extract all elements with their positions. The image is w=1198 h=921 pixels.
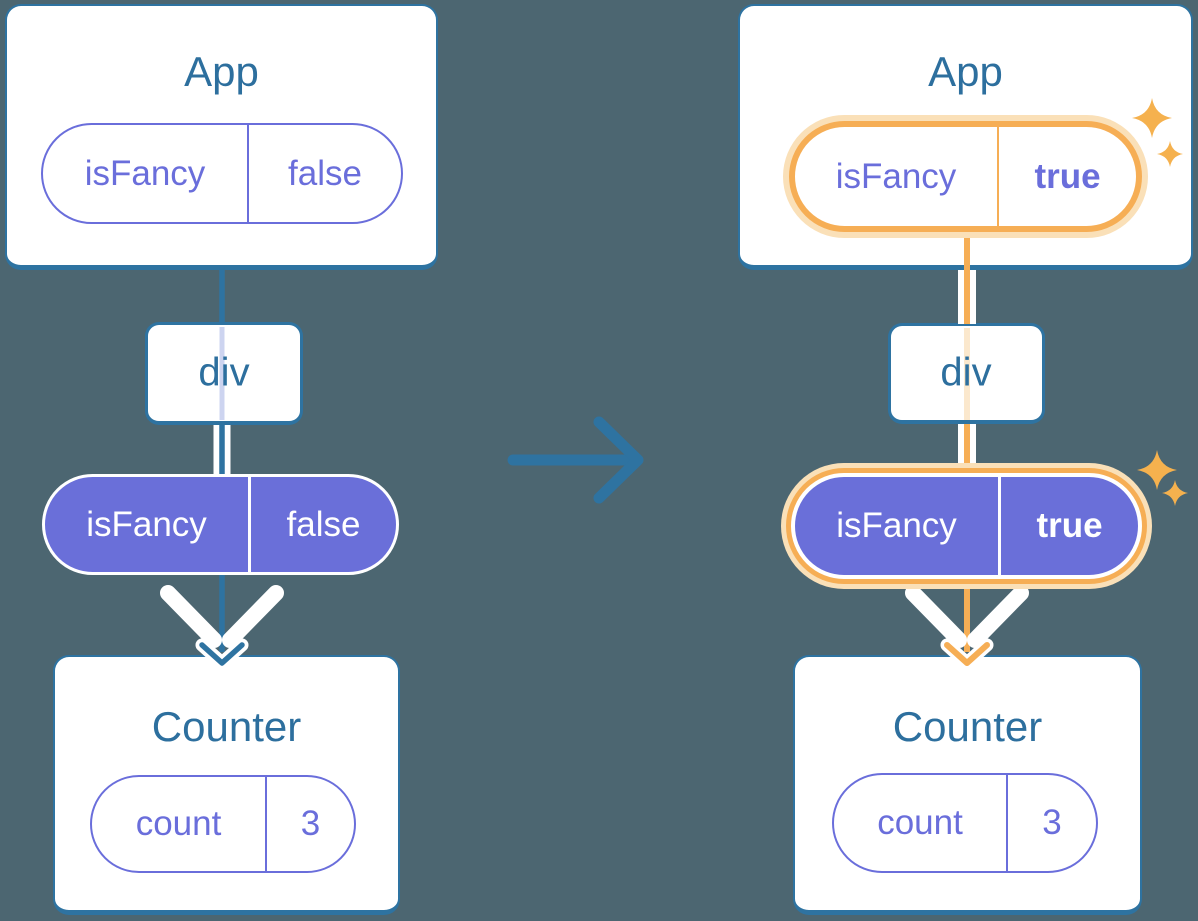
white-chevron-arm (905, 585, 967, 648)
prop-name: isFancy (45, 477, 251, 572)
passed-prop-pill-right-highlighted: isFancy true (791, 473, 1142, 579)
app-prop-pill-left: isFancy false (41, 123, 403, 224)
prop-value: true (1034, 156, 1101, 196)
white-chevron-arm (967, 585, 1029, 648)
div-label: div (940, 350, 992, 395)
counter-state-pill-right: count 3 (832, 773, 1098, 873)
component-title: Counter (151, 703, 302, 750)
right-tree-edges (905, 234, 1029, 670)
component-title: App (184, 48, 259, 95)
prop-name: isFancy (795, 127, 999, 226)
white-chevron-arm (160, 585, 222, 648)
state-value: 3 (1042, 803, 1062, 842)
prop-name: isFancy (43, 125, 249, 222)
sparkle-icon (1137, 450, 1177, 490)
white-chevron-arm (222, 585, 284, 648)
state-value: 3 (300, 804, 321, 843)
sparkle-icon (1162, 480, 1188, 506)
component-title: App (928, 48, 1003, 95)
arrow-head (593, 416, 644, 504)
prop-value: false (288, 153, 362, 193)
counter-state-pill-left: count 3 (90, 775, 356, 873)
state-name: count (834, 775, 1008, 871)
sparkles-bottom (1137, 450, 1188, 506)
div-label: div (198, 350, 250, 395)
prop-value: true (1036, 506, 1103, 545)
component-title: Counter (892, 703, 1043, 750)
state-name: count (92, 777, 267, 871)
prop-name: isFancy (795, 477, 1001, 575)
passed-prop-pill-left: isFancy false (42, 474, 399, 575)
app-prop-pill-right-highlighted: isFancy true (789, 121, 1142, 232)
prop-value: false (286, 504, 361, 544)
transition-arrow-right-icon (507, 416, 644, 504)
